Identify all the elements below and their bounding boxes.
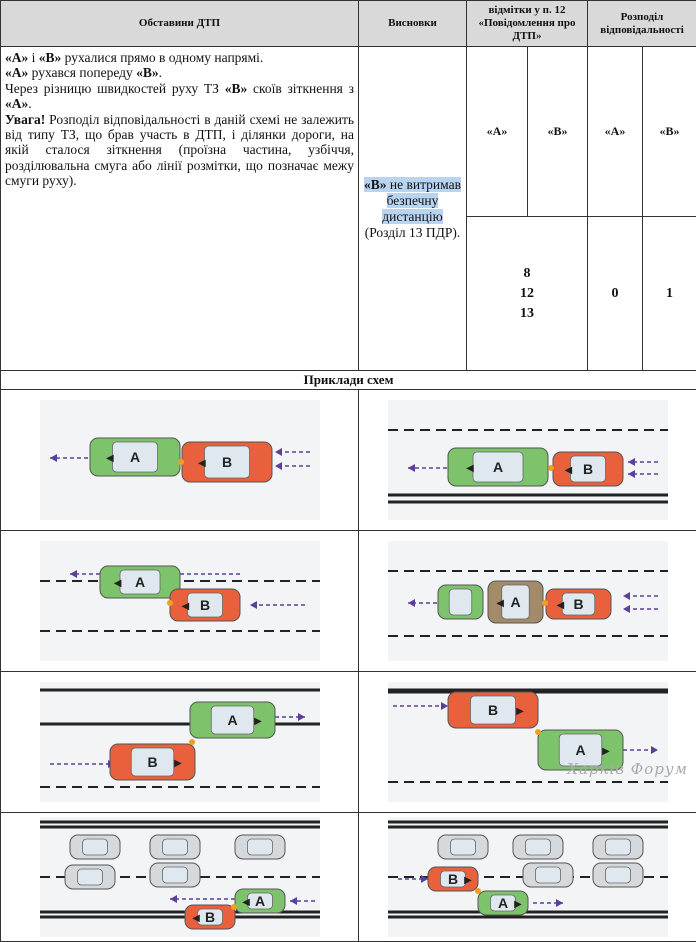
car-parked	[513, 835, 563, 859]
collision-icon	[542, 600, 548, 606]
direction-arrow-icon: ◀	[192, 913, 200, 924]
car-label: A	[134, 574, 144, 590]
collision-icon	[167, 600, 173, 606]
scheme-1: A◀B◀	[1, 390, 359, 531]
collision-icon	[231, 904, 237, 910]
collision-icon	[548, 465, 554, 471]
scheme-3: A◀B◀	[1, 531, 359, 672]
car-label: B	[447, 871, 457, 887]
car-a: A▶	[190, 702, 275, 738]
direction-arrow-icon: ▶	[254, 716, 262, 727]
examples-title: Приклади схем	[1, 371, 696, 390]
scheme-2: A◀B◀	[359, 390, 696, 531]
car-b: B◀	[553, 452, 623, 486]
car-label: A	[575, 742, 585, 758]
direction-arrow-icon: ◀	[181, 601, 189, 612]
resp-sub-a: «А»	[588, 47, 643, 217]
car-a: A▶	[478, 891, 528, 915]
car-parked	[150, 835, 200, 859]
car-label: B	[147, 754, 157, 770]
road-background	[40, 682, 320, 802]
car-label: A	[227, 712, 237, 728]
direction-arrow-icon: ◀	[242, 897, 250, 908]
car-a: A◀	[90, 438, 180, 476]
car-parked	[593, 835, 643, 859]
car-label: B	[199, 597, 209, 613]
car-parked	[70, 835, 120, 859]
collision-icon	[475, 888, 481, 894]
conclusion-cell: «В» не витримав безпечну дистанцію (Розд…	[359, 47, 467, 371]
direction-arrow-icon: ◀	[113, 578, 121, 589]
car-parked	[65, 865, 115, 889]
car-b: B◀	[170, 589, 240, 621]
car-parked	[523, 863, 573, 887]
car-b: B◀	[185, 905, 235, 929]
header-conclusions: Висновки	[359, 1, 467, 47]
car-label: B	[582, 461, 592, 477]
car-label: B	[487, 702, 497, 718]
direction-arrow-icon: ▶	[174, 758, 182, 769]
car-parked	[438, 835, 488, 859]
collision-icon	[189, 739, 195, 745]
direction-arrow-icon: ◀	[105, 453, 113, 464]
header-marks: відмітки у п. 12 «Повідомлення про ДТП»	[467, 1, 588, 47]
resp-sub-b: «В»	[643, 47, 696, 217]
marks-sub-b: «В»	[528, 47, 588, 217]
watermark: Харків Форум	[567, 760, 688, 778]
car-label: B	[204, 909, 214, 925]
car-b: B▶	[448, 692, 538, 728]
car-parked	[235, 835, 285, 859]
direction-arrow-icon: ◀	[496, 598, 504, 609]
responsibility-a: 0	[588, 217, 643, 371]
direction-arrow-icon: ◀	[466, 463, 474, 474]
scheme-5: A▶B▶	[1, 672, 359, 813]
direction-arrow-icon: ▶	[514, 899, 522, 910]
car-label: A	[510, 594, 520, 610]
car-parked	[150, 863, 200, 887]
scheme-4: A◀B◀	[359, 531, 696, 672]
car-a: A◀	[100, 566, 180, 598]
direction-arrow-icon: ▶	[516, 706, 524, 717]
direction-arrow-icon: ▶	[464, 875, 472, 886]
car-a-cab	[438, 585, 483, 619]
car-parked	[593, 863, 643, 887]
direction-arrow-icon: ◀	[197, 458, 205, 469]
car-b: B◀	[546, 589, 611, 619]
header-responsibility: Розподіл відповідальності	[588, 1, 696, 47]
car-b: B▶	[110, 744, 195, 780]
direction-arrow-icon: ◀	[556, 600, 564, 611]
car-a: A◀	[448, 448, 548, 486]
scheme-6: B▶A▶	[359, 672, 696, 813]
direction-arrow-icon: ◀	[564, 465, 572, 476]
car-label: B	[573, 596, 583, 612]
collision-icon	[535, 729, 541, 735]
scheme-8: B▶A▶	[359, 813, 696, 942]
header-circumstances: Обставини ДТП	[1, 1, 359, 47]
car-label: B	[221, 454, 231, 470]
car-label: A	[129, 449, 139, 465]
car-label: A	[254, 893, 264, 909]
car-a: A◀	[235, 889, 285, 913]
direction-arrow-icon: ▶	[602, 746, 610, 757]
car-label: A	[497, 895, 507, 911]
marks-sub-a: «А»	[467, 47, 528, 217]
car-label: A	[492, 459, 502, 475]
scheme-7: A◀B◀	[1, 813, 359, 942]
car-b: B◀	[182, 442, 272, 482]
circumstances-cell: «А» і «В» рухалися прямо в одному напрям…	[1, 47, 359, 371]
collision-icon	[178, 459, 184, 465]
responsibility-b: 1	[643, 217, 696, 371]
car-b: B▶	[428, 867, 478, 891]
car-a: A◀	[488, 581, 543, 623]
attention-label: Увага!	[5, 112, 45, 127]
